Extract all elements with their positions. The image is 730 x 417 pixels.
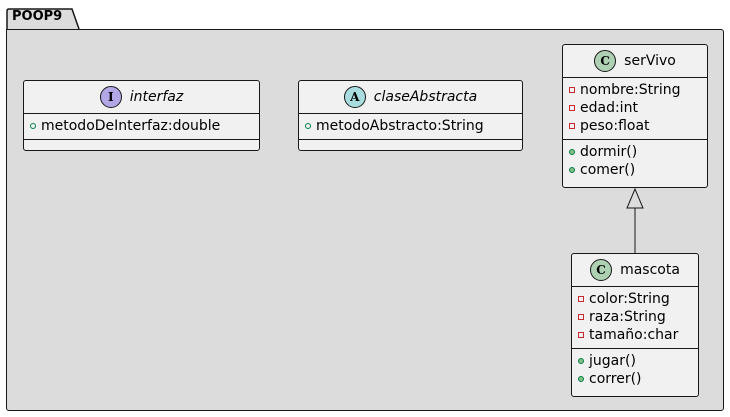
public-method-icon	[569, 149, 575, 155]
method-section: dormir() comer()	[563, 140, 707, 183]
field-row: color:String	[578, 290, 698, 308]
class-name: mascota	[620, 262, 680, 278]
field-row: edad:int	[569, 99, 707, 117]
method-row: dormir()	[569, 143, 707, 161]
inheritance-arrow-icon	[626, 187, 644, 209]
method-row: correr()	[578, 370, 698, 388]
public-method-icon	[30, 123, 36, 129]
method-label: jugar()	[589, 353, 636, 369]
private-field-icon	[578, 296, 584, 302]
field-label: edad:int	[580, 100, 638, 116]
interface-stereotype-icon: I	[99, 86, 122, 108]
public-method-icon	[569, 167, 575, 173]
method-label: correr()	[589, 371, 642, 387]
method-row: metodoAbstracto:String	[305, 117, 522, 135]
method-label: metodoDeInterfaz:double	[41, 118, 221, 134]
field-label: tamaño:char	[589, 327, 679, 343]
method-label: metodoAbstracto:String	[316, 118, 484, 134]
method-label: dormir()	[580, 144, 638, 160]
class-name: claseAbstracta	[373, 89, 478, 105]
field-label: color:String	[589, 291, 670, 307]
field-label: peso:float	[580, 118, 650, 134]
private-field-icon	[578, 332, 584, 338]
public-method-icon	[578, 376, 584, 382]
class-claseAbstracta[interactable]: A claseAbstracta metodoAbstracto:String	[298, 80, 523, 151]
field-label: nombre:String	[580, 82, 681, 98]
field-row: peso:float	[569, 117, 707, 135]
class-interfaz[interactable]: I interfaz metodoDeInterfaz:double	[23, 80, 260, 151]
class-header: C mascota	[572, 254, 698, 287]
class-name: serVivo	[624, 53, 676, 69]
field-label: raza:String	[589, 309, 666, 325]
method-section: jugar() correr()	[572, 349, 698, 392]
class-stereotype-icon: C	[590, 259, 613, 281]
public-method-icon	[305, 123, 311, 129]
field-row: raza:String	[578, 308, 698, 326]
field-row: tamaño:char	[578, 326, 698, 344]
method-label: comer()	[580, 162, 636, 178]
method-section: metodoAbstracto:String	[299, 114, 522, 140]
field-section: nombre:String edad:int peso:float	[563, 78, 707, 140]
private-field-icon	[569, 87, 575, 93]
private-field-icon	[578, 314, 584, 320]
method-row: jugar()	[578, 352, 698, 370]
class-mascota[interactable]: C mascota color:String raza:String tamañ…	[571, 253, 699, 397]
package-tab	[6, 8, 80, 30]
class-header: A claseAbstracta	[299, 81, 522, 114]
class-name: interfaz	[129, 89, 184, 105]
private-field-icon	[569, 123, 575, 129]
package-name: POOP9	[12, 9, 63, 24]
class-header: C serVivo	[563, 45, 707, 78]
class-stereotype-icon: C	[594, 50, 617, 72]
field-row: nombre:String	[569, 81, 707, 99]
method-row: metodoDeInterfaz:double	[30, 117, 259, 135]
private-field-icon	[569, 105, 575, 111]
method-row: comer()	[569, 161, 707, 179]
field-section: color:String raza:String tamaño:char	[572, 287, 698, 349]
class-serVivo[interactable]: C serVivo nombre:String edad:int peso:fl…	[562, 44, 708, 188]
abstract-stereotype-icon: A	[343, 86, 366, 108]
class-header: I interfaz	[24, 81, 259, 114]
method-section: metodoDeInterfaz:double	[24, 114, 259, 140]
public-method-icon	[578, 358, 584, 364]
